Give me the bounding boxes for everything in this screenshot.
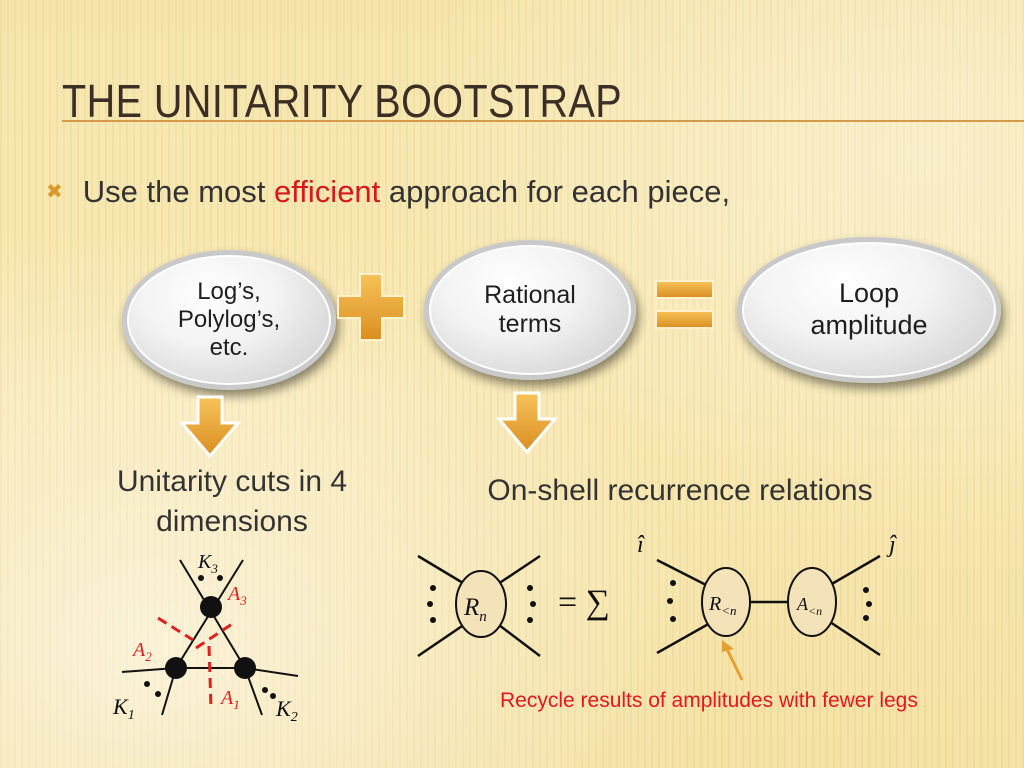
svg-text:K1: K1	[112, 694, 135, 723]
title-underline	[62, 120, 1024, 122]
bullet-point: ✖ Use the most efficient approach for eac…	[46, 174, 730, 210]
vertex-dot	[200, 596, 222, 618]
unitarity-cuts-heading: Unitarity cuts in 4 dimensions	[116, 465, 348, 538]
oval-logs: Log’s, Polylog’s, etc.	[122, 250, 336, 390]
vertex-dot	[234, 657, 256, 679]
svg-text:Rn: Rn	[463, 594, 487, 625]
svg-text:R<n: R<n	[708, 593, 737, 618]
bullet-suffix: approach for each piece,	[380, 174, 731, 209]
triangle-cut-diagram: K3 A3 A2 A1 K1 K2	[112, 551, 299, 725]
svg-text:A2: A2	[131, 639, 152, 664]
onshell-heading: On-shell recurrence relations	[487, 474, 873, 507]
bullet-prefix: Use the most	[82, 174, 275, 209]
recursion-lhs-diagram: Rn	[417, 554, 541, 658]
svg-text:A1: A1	[219, 687, 240, 712]
oval-rational: Rational terms	[424, 240, 636, 380]
oval-loop: Loop amplitude	[737, 237, 1001, 383]
bullet-highlight: efficient	[274, 174, 381, 209]
down-arrow-icon	[495, 391, 559, 455]
svg-text:K2: K2	[275, 696, 298, 725]
plus-icon	[337, 273, 405, 341]
oval-loop-label: Loop amplitude	[810, 278, 928, 340]
recycle-note: Recycle results of amplitudes with fewer…	[500, 689, 918, 712]
equals-icon	[655, 280, 714, 329]
bullet-x-icon: ✖	[46, 181, 63, 203]
equals-sum: = ∑	[558, 584, 610, 621]
svg-text:î: î	[637, 532, 645, 558]
down-arrow-icon	[178, 395, 242, 459]
slide-title: THE UNITARITY BOOTSTRAP	[62, 75, 623, 127]
oval-logs-label: Log’s, Polylog’s, etc.	[177, 277, 281, 362]
vertex-dot	[165, 657, 187, 679]
oval-rational-label: Rational terms	[484, 280, 576, 338]
svg-text:A<n: A<n	[796, 594, 822, 618]
svg-text:A3: A3	[226, 583, 247, 608]
svg-text:ĵ: ĵ	[886, 532, 897, 558]
svg-text:K3: K3	[197, 551, 218, 576]
recursion-rhs-diagram: R<n A<n î ĵ	[637, 532, 897, 681]
